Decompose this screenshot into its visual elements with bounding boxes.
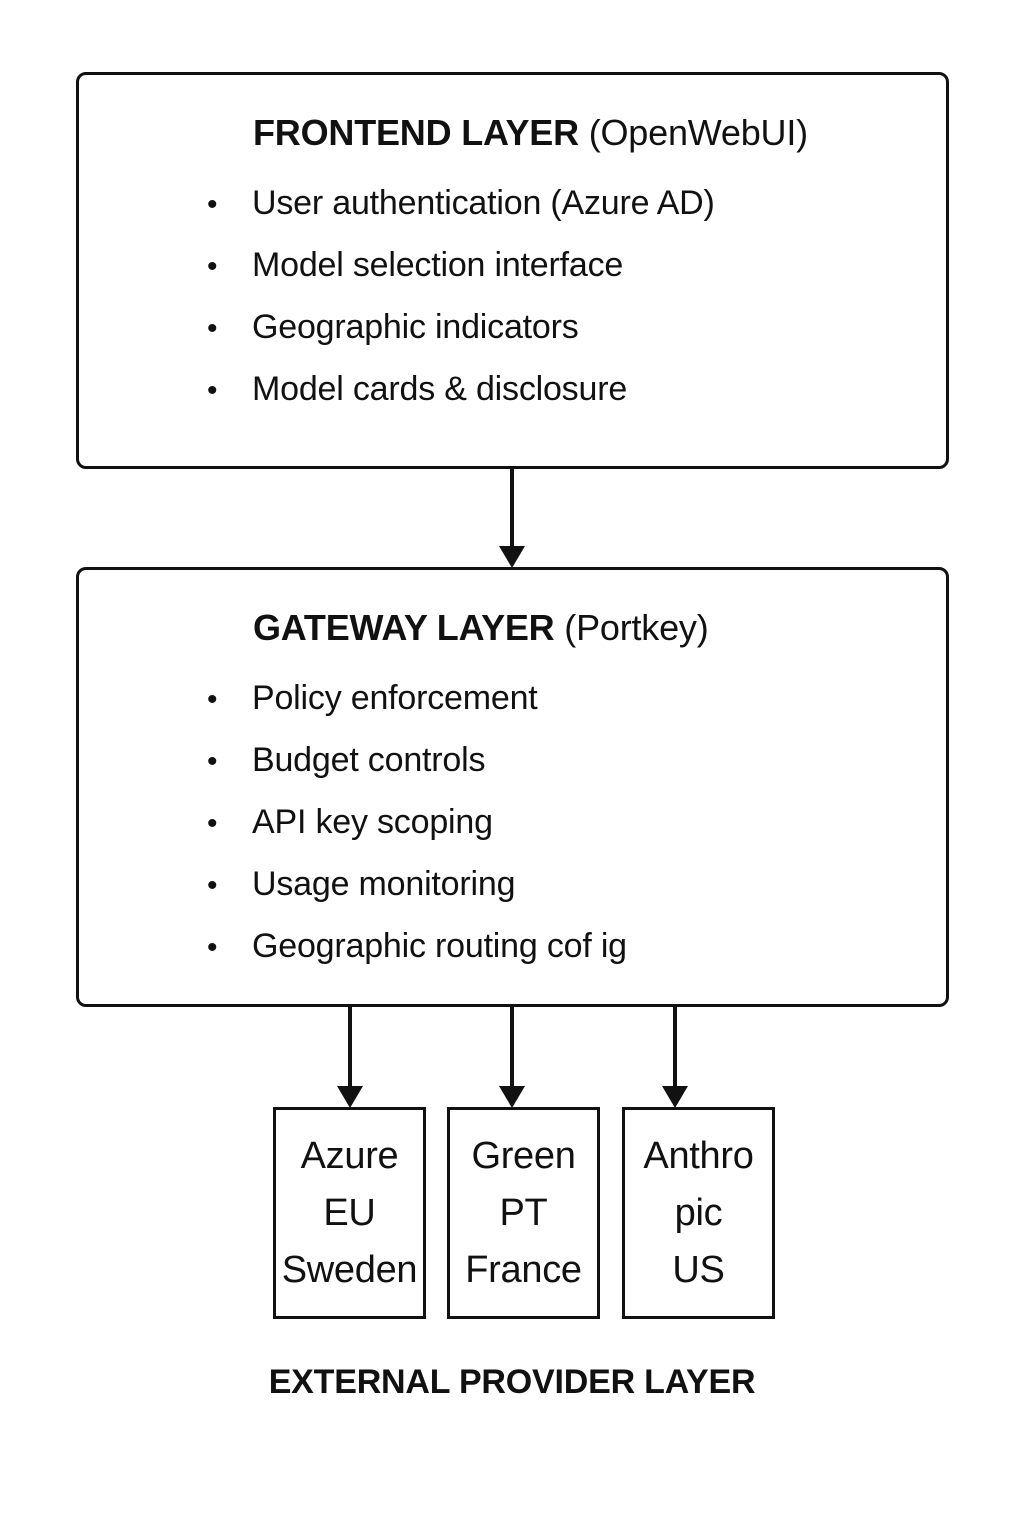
list-item-label: Usage monitoring	[252, 865, 516, 903]
bullet-icon	[207, 794, 252, 854]
frontend-layer-title-strong: FRONTEND LAYER	[253, 112, 579, 153]
frontend-layer-title-light: (OpenWebUI)	[578, 112, 808, 153]
external-provider-layer-caption: EXTERNAL PROVIDER LAYER	[268, 1363, 756, 1401]
arrow-head-icon	[499, 1086, 525, 1108]
list-item-label: API key scoping	[252, 803, 493, 841]
bullet-icon	[207, 299, 252, 359]
bullet-icon	[207, 361, 252, 421]
gateway-layer-title-strong: GATEWAY LAYER	[253, 607, 555, 648]
list-item-label: Model cards & disclosure	[252, 370, 628, 408]
list-item: User authentication (Azure AD)	[79, 173, 946, 235]
arrow-line	[510, 466, 514, 548]
list-item-label: Geographic routing cof ig	[252, 927, 627, 965]
list-item-label: Policy enforcement	[252, 679, 538, 717]
frontend-layer-title: FRONTEND LAYER (OpenWebUI)	[79, 111, 946, 155]
list-item: Model selection interface	[79, 235, 946, 297]
provider-name: Azure	[300, 1134, 399, 1177]
frontend-layer-box: FRONTEND LAYER (OpenWebUI) User authenti…	[76, 72, 949, 469]
bullet-icon	[207, 237, 252, 297]
gateway-layer-title: GATEWAY LAYER (Portkey)	[79, 606, 946, 650]
arrow-head-icon	[337, 1086, 363, 1108]
provider-region: EU	[323, 1191, 376, 1234]
list-item: Geographic indicators	[79, 297, 946, 359]
arrow-line	[673, 1005, 677, 1088]
provider-location: US	[672, 1248, 725, 1291]
gateway-bullet-list: Policy enforcement Budget controls API k…	[79, 668, 946, 978]
provider-region: pic	[674, 1191, 723, 1234]
provider-name: Anthro	[643, 1134, 754, 1177]
list-item: API key scoping	[79, 792, 946, 854]
gateway-layer-title-light: (Portkey)	[554, 607, 709, 648]
bullet-icon	[207, 918, 252, 978]
bullet-icon	[207, 175, 252, 235]
frontend-bullet-list: User authentication (Azure AD) Model sel…	[79, 173, 946, 421]
list-item: Geographic routing cof ig	[79, 916, 946, 978]
provider-name: Green	[471, 1134, 576, 1177]
arrow-head-icon	[499, 546, 525, 568]
provider-region: PT	[499, 1191, 548, 1234]
provider-box-green: Green PT France	[447, 1107, 600, 1319]
provider-location: Sweden	[281, 1248, 418, 1291]
arrow-head-icon	[662, 1086, 688, 1108]
list-item: Model cards & disclosure	[79, 359, 946, 421]
list-item-label: Budget controls	[252, 741, 486, 779]
arrow-line	[348, 1005, 352, 1088]
arrow-line	[510, 1005, 514, 1088]
bullet-icon	[207, 732, 252, 792]
provider-location: France	[465, 1248, 582, 1291]
list-item-label: Geographic indicators	[252, 308, 579, 346]
list-item-label: Model selection interface	[252, 246, 624, 284]
bullet-icon	[207, 670, 252, 730]
provider-box-anthropic: Anthro pic US	[622, 1107, 775, 1319]
bullet-icon	[207, 856, 252, 916]
list-item: Budget controls	[79, 730, 946, 792]
list-item: Policy enforcement	[79, 668, 946, 730]
gateway-layer-box: GATEWAY LAYER (Portkey) Policy enforceme…	[76, 567, 949, 1007]
list-item: Usage monitoring	[79, 854, 946, 916]
list-item-label: User authentication (Azure AD)	[252, 184, 715, 222]
provider-box-azure: Azure EU Sweden	[273, 1107, 426, 1319]
